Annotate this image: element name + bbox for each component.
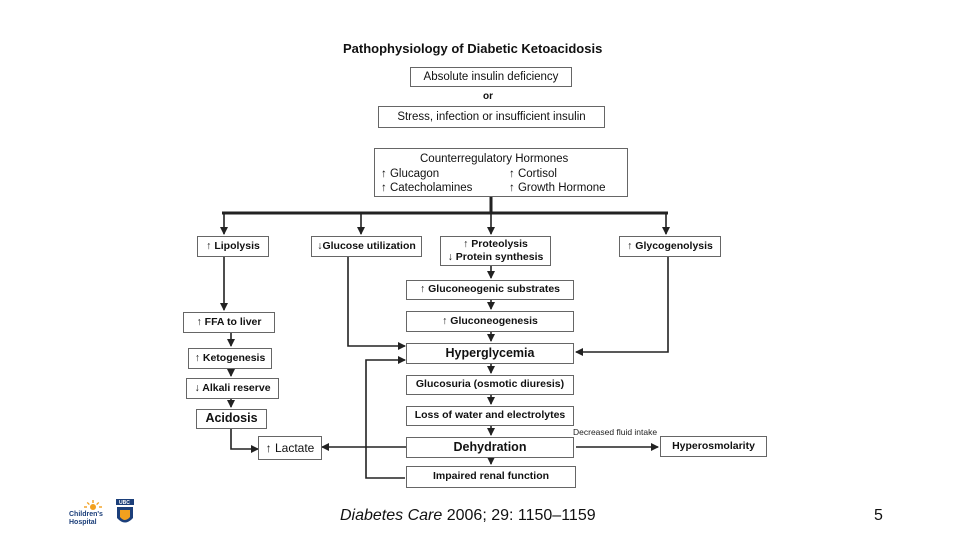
proteolysis-label: ↑ Proteolysis [463, 237, 528, 250]
hyperosmolarity-box: Hyperosmolarity [660, 436, 767, 457]
cause-stress-box: Stress, infection or insufficient insuli… [378, 106, 605, 128]
citation: Diabetes Care 2006; 29: 1150–1159 [340, 507, 596, 525]
cause-insulin-deficiency-box: Absolute insulin deficiency [410, 67, 572, 87]
decreased-fluid-intake-note: Decreased fluid intake [573, 427, 658, 437]
ketogenesis-box: ↑ Ketogenesis [188, 348, 272, 369]
gluconeogenesis-box: ↑ Gluconeogenesis [406, 311, 574, 332]
lipolysis-box: ↑ Lipolysis [197, 236, 269, 257]
hormone-cortisol: ↑ Cortisol [509, 168, 557, 180]
impaired-renal-function-box: Impaired renal function [406, 466, 576, 488]
svg-text:UBC: UBC [119, 500, 130, 506]
glucosuria-box: Glucosuria (osmotic diuresis) [406, 375, 574, 395]
gluconeogenic-substrates-box: ↑ Gluconeogenic substrates [406, 280, 574, 300]
acidosis-box: Acidosis [196, 409, 267, 429]
ubc-logo: UBC [115, 498, 135, 528]
hyperglycemia-box: Hyperglycemia [406, 343, 574, 364]
bc-childrens-hospital-logo: Children's Hospital [67, 500, 113, 528]
cause-connector: or [483, 91, 493, 102]
loss-water-electrolytes-box: Loss of water and electrolytes [406, 406, 574, 426]
alkali-reserve-box: ↓ Alkali reserve [186, 378, 279, 399]
hormone-catecholamines: ↑ Catecholamines [381, 182, 473, 194]
citation-details: 2006; 29: 1150–1159 [442, 507, 596, 524]
dehydration-box: Dehydration [406, 437, 574, 458]
citation-journal: Diabetes Care [340, 507, 443, 524]
hormones-title: Counterregulatory Hormones [420, 153, 569, 165]
protein-synthesis-label: ↓ Protein synthesis [447, 251, 544, 263]
bc-childrens-hospital-logo-graphic: Children's Hospital [69, 500, 103, 526]
ffa-to-liver-box: ↑ FFA to liver [183, 312, 275, 333]
counterregulatory-hormones-box: Counterregulatory Hormones ↑ Glucagon ↑ … [374, 148, 628, 197]
glucose-utilization-box: ↓Glucose utilization [311, 236, 422, 257]
diagram-title: Pathophysiology of Diabetic Ketoacidosis [343, 41, 603, 56]
svg-text:Hospital: Hospital [69, 519, 97, 526]
svg-text:Children's: Children's [69, 511, 103, 518]
glycogenolysis-box: ↑ Glycogenolysis [619, 236, 721, 257]
ubc-crest-graphic: UBC [116, 499, 134, 523]
proteolysis-box: ↑ Proteolysis ↓ Protein synthesis [440, 236, 551, 266]
lactate-box: ↑ Lactate [258, 436, 322, 460]
page-number: 5 [874, 507, 883, 524]
hormone-growth-hormone: ↑ Growth Hormone [509, 182, 606, 194]
hormone-glucagon: ↑ Glucagon [381, 168, 440, 180]
